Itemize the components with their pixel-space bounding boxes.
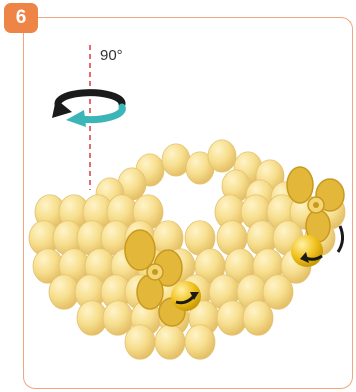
bead [263, 275, 293, 310]
bead [243, 301, 273, 336]
bead [155, 325, 185, 360]
bead [49, 275, 79, 310]
rotate-clockwise-icon [52, 93, 122, 127]
bead [208, 140, 236, 172]
bead [77, 301, 107, 336]
bead [217, 301, 247, 336]
bead [103, 301, 133, 336]
bead [162, 144, 190, 176]
bead [185, 325, 215, 360]
bead [125, 325, 155, 360]
